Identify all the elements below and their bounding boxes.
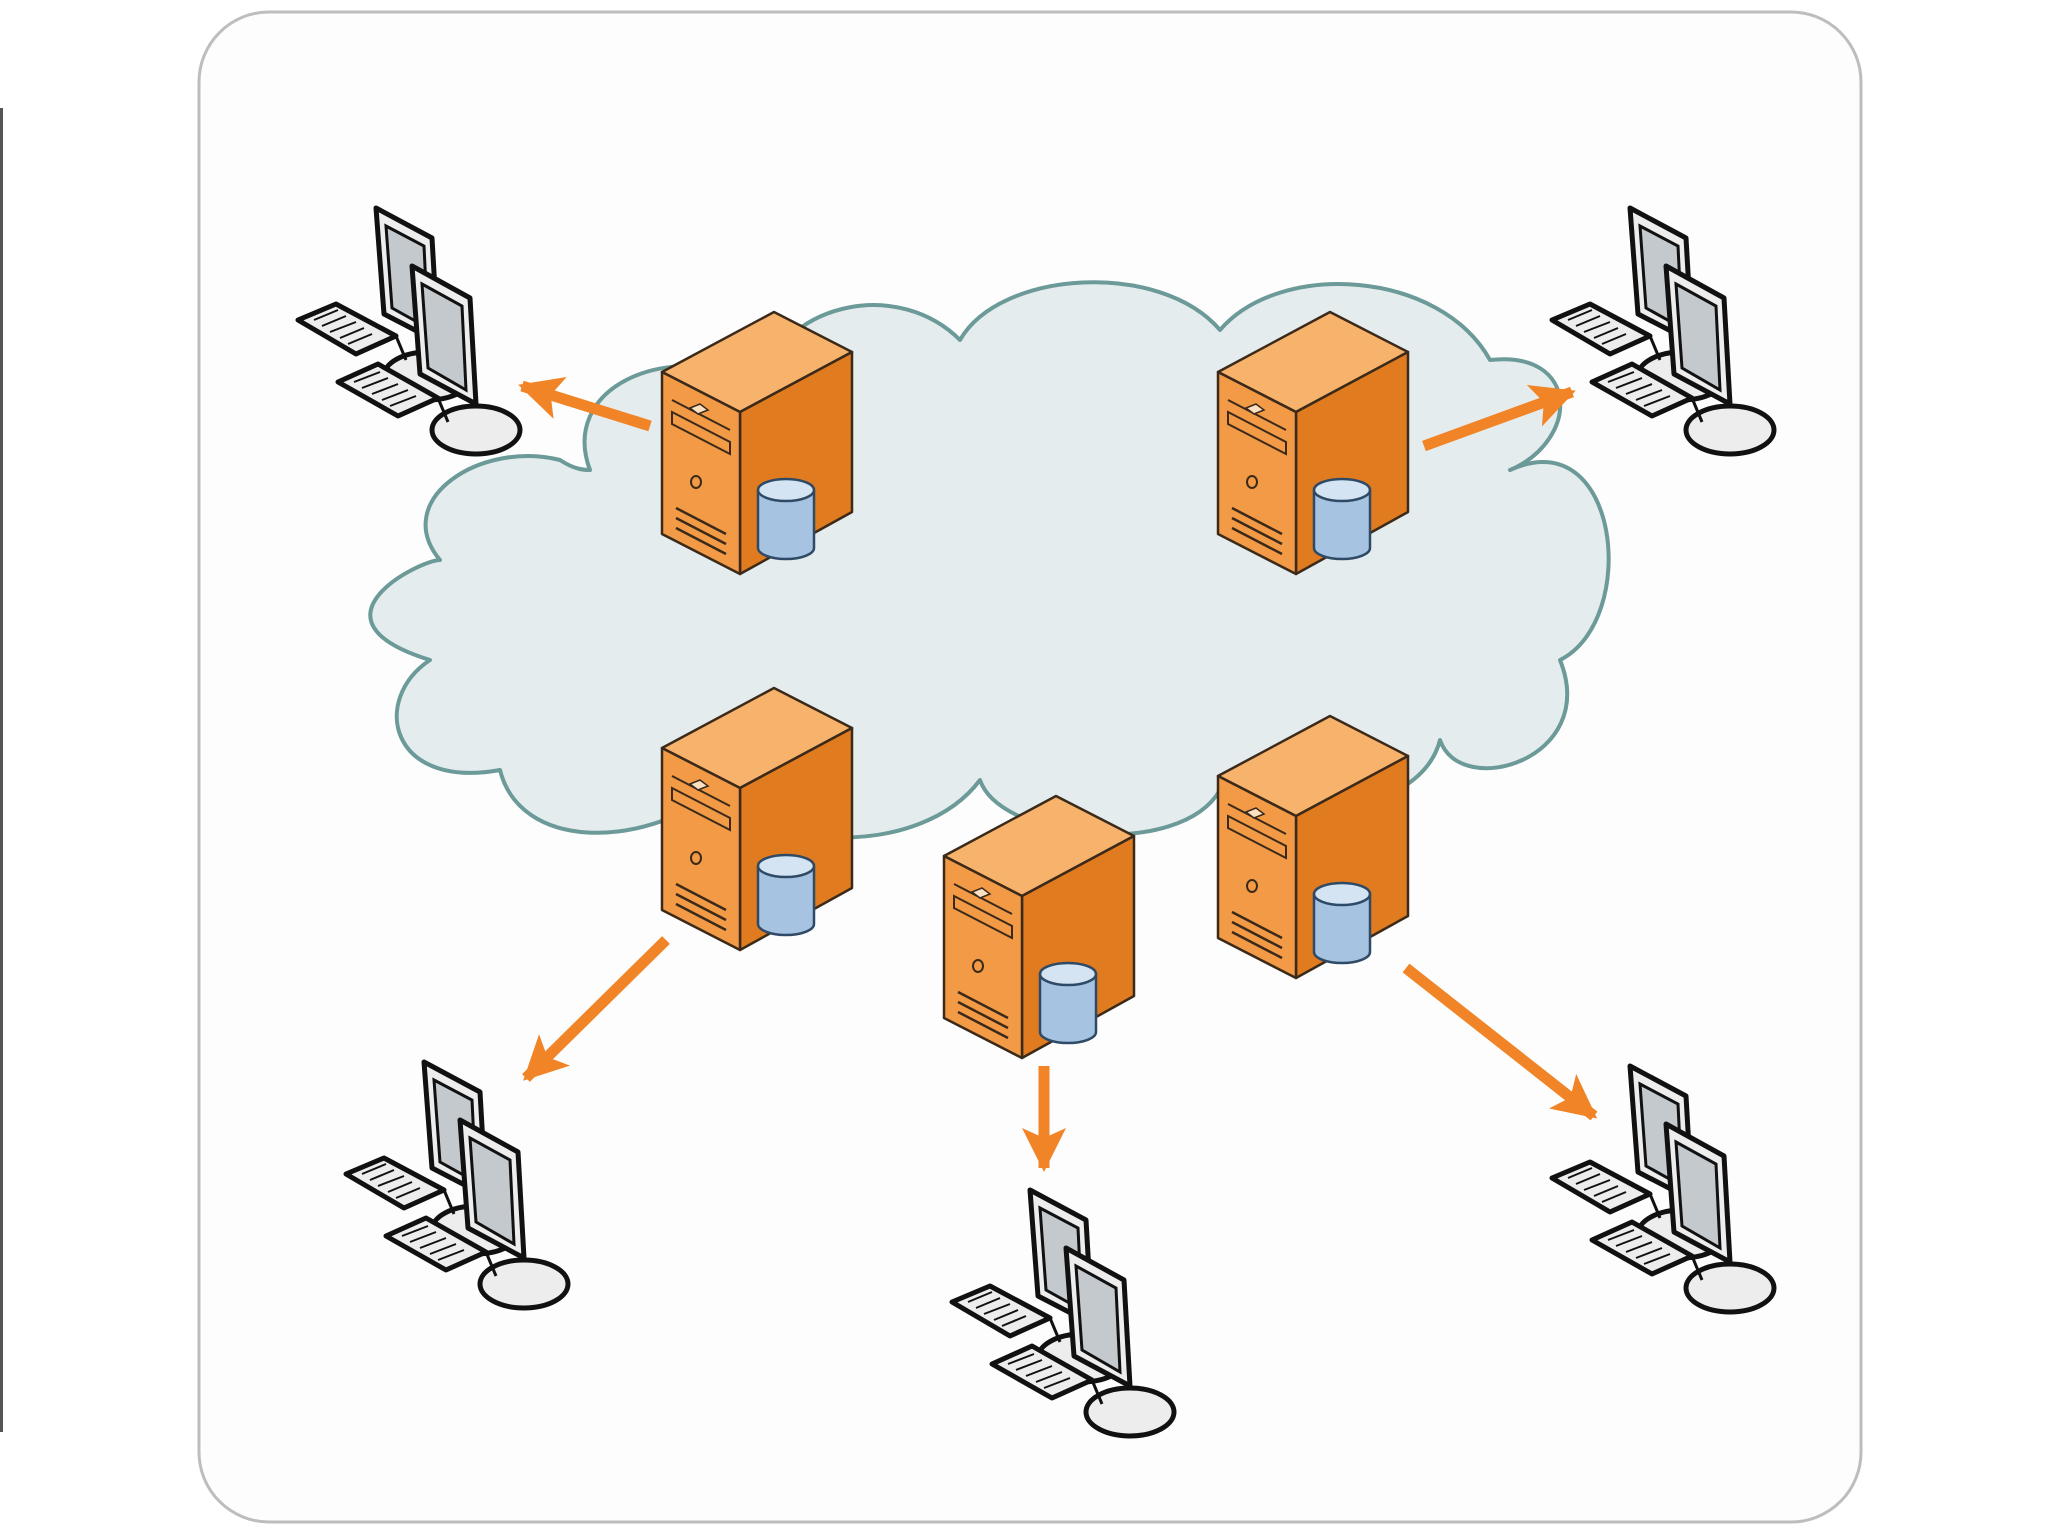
arrow-server-top-right-to-client-top-right <box>1422 385 1576 452</box>
connection-arrows <box>518 376 1598 1172</box>
arrow-server-middle-left-to-client-bottom-left <box>522 936 670 1082</box>
arrow-server-top-left-to-client-top-left <box>518 376 652 432</box>
arrow-server-middle-right-to-client-bottom-right <box>1402 963 1598 1121</box>
